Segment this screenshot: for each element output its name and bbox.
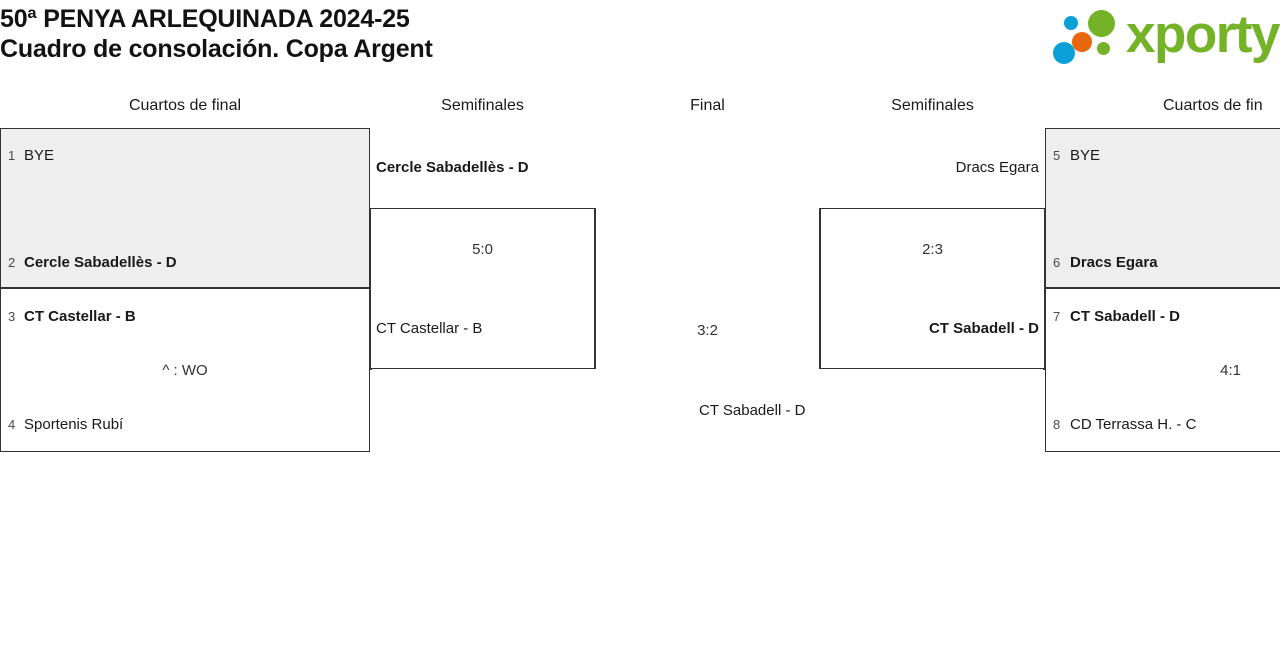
- round-header-final: Final: [690, 97, 725, 114]
- sf-right-score: 2:3: [922, 241, 943, 258]
- match-box-qf4[interactable]: [1045, 288, 1280, 452]
- tournament-bracket: Cuartos de final Semifinales Final Semif…: [0, 84, 1280, 664]
- logo-dot-green-large: [1088, 10, 1115, 37]
- match-box-final[interactable]: [595, 208, 820, 369]
- qf2-team-bottom: Sportenis Rubí: [24, 416, 124, 433]
- qf2-seed-bottom: 4: [8, 417, 16, 432]
- logo-dot-blue-small: [1064, 16, 1078, 30]
- qf1-seed-top: 1: [8, 148, 16, 163]
- qf3-seed-bottom: 6: [1053, 255, 1061, 270]
- logo-dot-blue-large: [1053, 42, 1075, 64]
- sf-right-team-bottom: CT Sabadell - D: [928, 320, 1039, 337]
- match-box-qf3[interactable]: [1045, 128, 1280, 288]
- match-box-sf-right[interactable]: [820, 208, 1045, 369]
- tournament-title-block: 50ª PENYA ARLEQUINADA 2024-25 Cuadro de …: [0, 4, 433, 64]
- qf3-seed-top: 5: [1053, 148, 1061, 163]
- logo-dot-green-small: [1097, 42, 1110, 55]
- connector-qf4-to-sf-right: [1043, 369, 1045, 370]
- xporty-logo-wordmark: xporty: [1126, 5, 1280, 64]
- match-box-qf1[interactable]: [0, 128, 370, 288]
- qf4-seed-top: 7: [1053, 309, 1061, 324]
- logo-dot-orange: [1072, 32, 1092, 52]
- connector-qf3-to-sf-right: [1043, 208, 1045, 209]
- tournament-title-line-2: Cuadro de consolación. Copa Argent: [0, 35, 433, 63]
- sf-right-team-top: Dracs Egara: [955, 159, 1039, 176]
- qf2-seed-top: 3: [8, 309, 16, 324]
- qf1-seed-bottom: 2: [8, 255, 16, 270]
- sf-left-team-top: Cercle Sabadellès - D: [376, 159, 529, 176]
- xporty-logo-dots-icon: [1050, 10, 1128, 64]
- round-header-right-semifinals: Semifinales: [891, 97, 974, 114]
- final-team-bottom: CT Sabadell - D: [699, 402, 806, 419]
- qf2-score: ^ : WO: [162, 362, 208, 379]
- qf4-team-top: CT Sabadell - D: [1070, 308, 1181, 325]
- round-header-right-quarterfinals: Cuartos de fin: [1163, 97, 1263, 114]
- qf3-team-bottom: Dracs Egara: [1070, 254, 1158, 271]
- qf4-score: 4:1: [1220, 362, 1241, 379]
- connector-qf2-to-sf-left: [370, 369, 372, 370]
- qf1-team-top: BYE: [24, 147, 55, 164]
- round-header-left-quarterfinals: Cuartos de final: [128, 97, 242, 114]
- match-box-qf2[interactable]: [0, 288, 370, 452]
- qf4-team-bottom: CD Terrassa H. - C: [1070, 416, 1197, 433]
- qf2-team-top: CT Castellar - B: [24, 308, 136, 325]
- tournament-title-line-1: 50ª PENYA ARLEQUINADA 2024-25: [0, 5, 410, 33]
- round-header-left-semifinals: Semifinales: [441, 97, 524, 114]
- sf-left-score: 5:0: [472, 241, 493, 258]
- page-header: 50ª PENYA ARLEQUINADA 2024-25 Cuadro de …: [0, 0, 1280, 84]
- qf4-seed-bottom: 8: [1053, 417, 1061, 432]
- xporty-logo[interactable]: xporty: [1044, 5, 1280, 66]
- final-score: 3:2: [697, 322, 718, 339]
- sf-left-team-bottom: CT Castellar - B: [376, 320, 483, 337]
- match-box-sf-left[interactable]: [370, 208, 595, 369]
- qf1-team-bottom: Cercle Sabadellès - D: [24, 254, 177, 271]
- qf3-team-top: BYE: [1070, 147, 1101, 164]
